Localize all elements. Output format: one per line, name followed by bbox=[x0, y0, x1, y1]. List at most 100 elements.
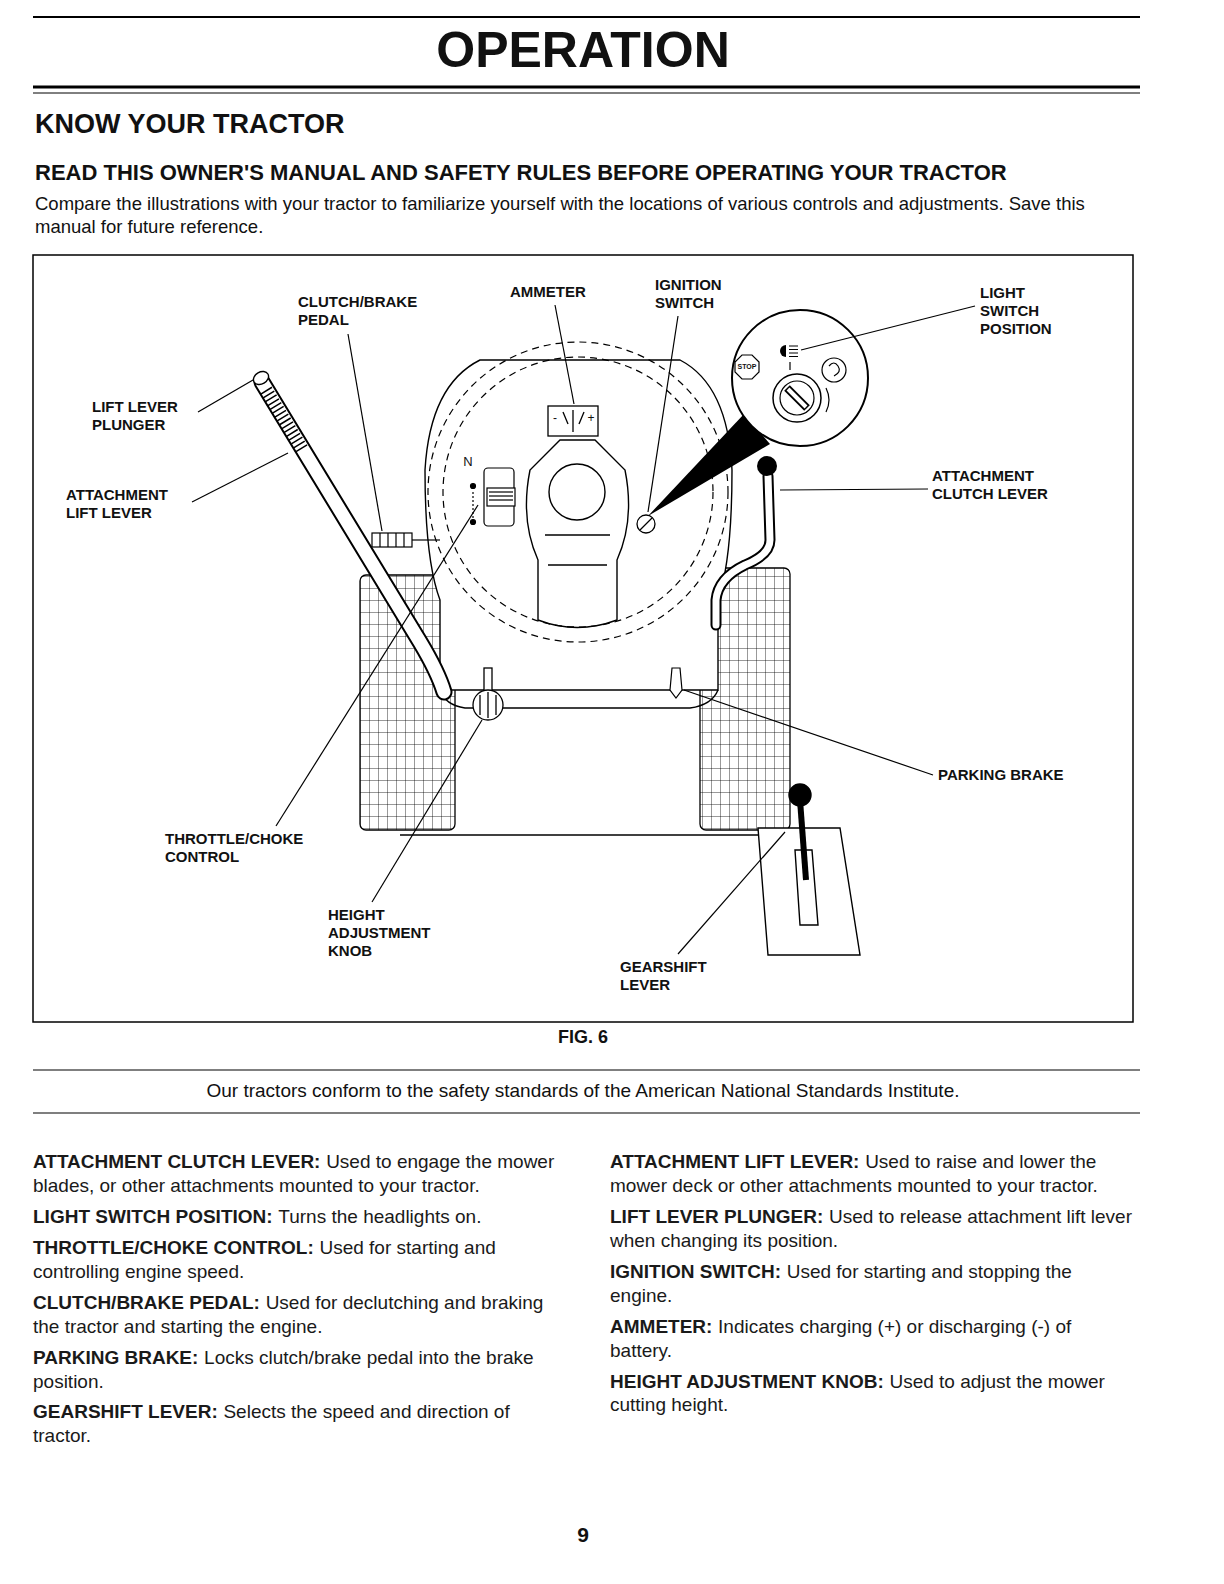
lift-lever bbox=[266, 390, 302, 449]
description-item: ATTACHMENT CLUTCH LEVER:Used to engage t… bbox=[33, 1150, 558, 1198]
description-item: AMMETER:Indicates charging (+) or discha… bbox=[610, 1315, 1135, 1363]
ignition-detail bbox=[648, 414, 770, 516]
height-knob bbox=[487, 692, 488, 718]
description-item: LIFT LEVER PLUNGER:Used to release attac… bbox=[610, 1205, 1135, 1253]
subheading: READ THIS OWNER'S MANUAL AND SAFETY RULE… bbox=[35, 160, 1145, 186]
callout-label: CLUTCH/BRAKE PEDAL bbox=[298, 293, 433, 329]
figure-frame bbox=[33, 255, 1133, 1022]
height-knob bbox=[473, 690, 503, 720]
ammeter-sign: - bbox=[550, 412, 560, 424]
description-item: THROTTLE/CHOKE CONTROL:Used for starting… bbox=[33, 1236, 558, 1284]
standards-note: Our tractors conform to the safety stand… bbox=[33, 1080, 1133, 1103]
ignition-detail bbox=[732, 310, 868, 446]
leader-line bbox=[678, 832, 785, 954]
attachment-clutch-lever bbox=[757, 456, 777, 476]
ignition-detail bbox=[637, 515, 655, 533]
figure-caption: FIG. 6 bbox=[483, 1027, 683, 1049]
ignition-detail bbox=[640, 518, 652, 530]
ammeter-gauge bbox=[579, 412, 584, 424]
attachment-clutch-lever bbox=[716, 476, 770, 625]
description-item: CLUTCH/BRAKE PEDAL:Used for declutching … bbox=[33, 1291, 558, 1339]
description-item: IGNITION SWITCH:Used for starting and st… bbox=[610, 1260, 1135, 1308]
ammeter-gauge bbox=[563, 412, 568, 424]
height-knob bbox=[484, 668, 492, 692]
tractor-body bbox=[526, 440, 628, 628]
ammeter-gauge bbox=[572, 410, 573, 432]
callout-label: THROTTLE/CHOKE CONTROL bbox=[165, 830, 325, 866]
callout-label: LIFT LEVER PLUNGER bbox=[92, 398, 202, 434]
throttle-control bbox=[489, 495, 513, 496]
tractor-body bbox=[549, 464, 605, 520]
control-name: PARKING BRAKE: bbox=[33, 1347, 198, 1368]
throttle-control bbox=[487, 488, 515, 506]
page-number: 9 bbox=[553, 1522, 613, 1547]
parking-brake bbox=[670, 668, 682, 698]
leader-line bbox=[684, 690, 933, 775]
gearshift bbox=[758, 784, 860, 955]
height-knob bbox=[495, 695, 496, 715]
control-name: ATTACHMENT LIFT LEVER: bbox=[610, 1151, 859, 1172]
leader-line bbox=[372, 720, 482, 902]
clutch-brake-pedal bbox=[372, 533, 440, 547]
throttle-control bbox=[471, 468, 516, 526]
callout-label: AMMETER bbox=[510, 283, 620, 301]
control-name: LIFT LEVER PLUNGER: bbox=[610, 1206, 823, 1227]
page-rule bbox=[33, 93, 1140, 94]
lift-lever bbox=[251, 369, 271, 387]
ammeter-gauge bbox=[548, 406, 598, 436]
page-rule bbox=[33, 1112, 1140, 1113]
control-name: LIGHT SWITCH POSITION: bbox=[33, 1206, 273, 1227]
leader-line bbox=[192, 453, 288, 502]
gearshift bbox=[758, 828, 860, 955]
control-name: HEIGHT ADJUSTMENT KNOB: bbox=[610, 1371, 884, 1392]
callout-label: ATTACHMENT LIFT LEVER bbox=[66, 486, 191, 522]
leader-line bbox=[801, 306, 975, 350]
tractor-body bbox=[545, 534, 610, 535]
leader-line bbox=[198, 380, 253, 412]
description-item: GEARSHIFT LEVER:Selects the speed and di… bbox=[33, 1400, 558, 1448]
leader-line bbox=[192, 305, 975, 954]
callout-label: PARKING BRAKE bbox=[938, 766, 1108, 784]
lift-lever bbox=[251, 369, 444, 692]
ignition-detail bbox=[826, 388, 829, 412]
leader-line bbox=[648, 316, 678, 512]
description-item: PARKING BRAKE:Locks clutch/brake pedal i… bbox=[33, 1346, 558, 1394]
description-item: ATTACHMENT LIFT LEVER:Used to raise and … bbox=[610, 1150, 1135, 1198]
description-item: HEIGHT ADJUSTMENT KNOB:Used to adjust th… bbox=[610, 1370, 1135, 1418]
control-name: IGNITION SWITCH: bbox=[610, 1261, 781, 1282]
ignition-detail bbox=[787, 388, 807, 408]
parking-brake bbox=[670, 668, 682, 698]
stop-symbol-text: STOP bbox=[732, 363, 762, 370]
control-name: THROTTLE/CHOKE CONTROL: bbox=[33, 1237, 314, 1258]
leader-line bbox=[780, 489, 928, 490]
ignition-detail bbox=[780, 381, 814, 415]
ignition-detail bbox=[822, 358, 846, 382]
throttle-control bbox=[489, 499, 513, 500]
callout-label: ATTACHMENT CLUTCH LEVER bbox=[932, 467, 1072, 503]
throttle-control bbox=[471, 520, 476, 525]
lift-lever bbox=[262, 382, 444, 692]
ignition-detail bbox=[789, 362, 790, 370]
page-rule bbox=[33, 16, 1140, 18]
callout-label: IGNITION SWITCH bbox=[655, 276, 745, 312]
leader-line bbox=[555, 305, 574, 404]
description-item: LIGHT SWITCH POSITION:Turns the headligh… bbox=[33, 1205, 558, 1229]
page-title: OPERATION bbox=[233, 20, 933, 80]
ammeter-gauge bbox=[548, 406, 598, 436]
tractor-body bbox=[548, 564, 607, 565]
gearshift bbox=[789, 784, 811, 806]
clutch-brake-pedal bbox=[403, 533, 404, 547]
section-heading: KNOW YOUR TRACTOR bbox=[35, 108, 735, 140]
height-knob bbox=[479, 695, 480, 715]
control-description: Turns the headlights on. bbox=[278, 1206, 481, 1227]
ignition-detail bbox=[829, 363, 839, 376]
throttle-control bbox=[489, 491, 513, 492]
description-column: ATTACHMENT CLUTCH LEVER:Used to engage t… bbox=[33, 1150, 558, 1455]
page-rule bbox=[33, 86, 1140, 89]
throttle-control bbox=[471, 484, 476, 489]
tractor-body bbox=[400, 834, 760, 835]
control-name: CLUTCH/BRAKE PEDAL: bbox=[33, 1292, 260, 1313]
neutral-mark: N bbox=[458, 454, 478, 470]
clutch-brake-pedal bbox=[379, 533, 380, 547]
height-knob bbox=[473, 668, 503, 720]
